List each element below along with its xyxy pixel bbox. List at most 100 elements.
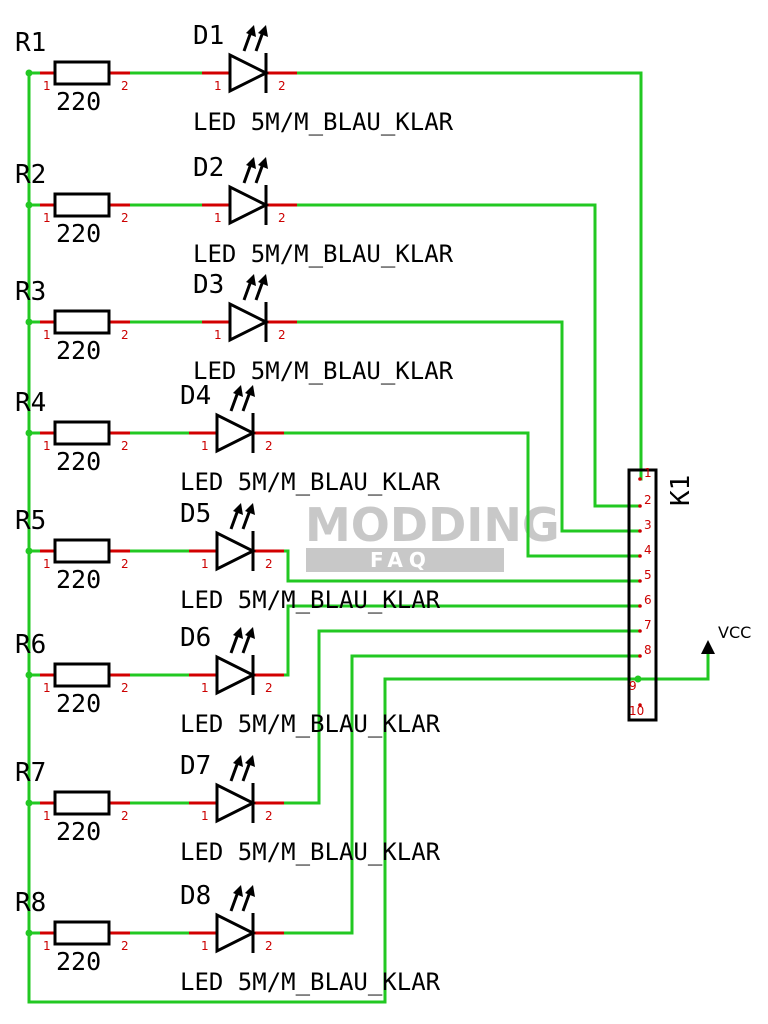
watermark-line2: FAQ <box>370 548 432 572</box>
led-part-label: LED 5M/M_BLAU_KLAR <box>193 357 454 385</box>
led-triangle <box>215 412 257 454</box>
led-triangle <box>215 782 257 824</box>
wiring <box>27 71 710 1004</box>
resistor-body <box>53 420 111 446</box>
arrow-head-icon <box>258 274 268 286</box>
resistor-body <box>53 538 111 564</box>
pin-number: 2 <box>265 557 273 571</box>
connector-body <box>627 468 658 722</box>
diode-label: D3 <box>193 270 224 300</box>
pin-number: 2 <box>121 681 129 695</box>
diode-label: D1 <box>193 21 224 51</box>
led-part-label: LED 5M/M_BLAU_KLAR <box>193 108 454 136</box>
resistor-value: 220 <box>56 447 101 476</box>
junction-dot <box>634 675 642 683</box>
pin-number: 1 <box>214 328 222 342</box>
return-wire <box>27 677 640 1004</box>
pin-number: 2 <box>265 939 273 953</box>
diode-label: D5 <box>180 499 211 529</box>
pin-number: 1 <box>43 681 51 695</box>
pin-number: 1 <box>201 939 209 953</box>
arrow-head-icon <box>245 503 255 515</box>
arrow-head-icon <box>246 157 256 169</box>
pin-number: 2 <box>121 328 129 342</box>
connector-pin-dot <box>638 629 642 633</box>
connector-pin-number: 9 <box>629 679 637 693</box>
pin-number: 2 <box>121 79 129 93</box>
resistor-body <box>53 192 111 218</box>
led-part-label: LED 5M/M_BLAU_KLAR <box>180 838 441 866</box>
connector-pin-dot <box>638 504 642 508</box>
connector-pin-number: 4 <box>644 543 652 557</box>
arrow-head-icon <box>233 627 243 639</box>
pin-number: 1 <box>43 557 51 571</box>
arrow-head-icon <box>258 157 268 169</box>
pin-number: 1 <box>43 809 51 823</box>
connector-pin-dot <box>638 477 642 481</box>
resistor-label: R1 <box>15 28 46 58</box>
connector-pin-number: 5 <box>644 568 652 582</box>
vcc-symbol: VCC <box>701 623 751 654</box>
pin-number: 1 <box>43 328 51 342</box>
resistor-label: R6 <box>15 630 46 660</box>
led-triangle <box>228 301 270 343</box>
wire-row-6 <box>282 604 640 677</box>
connector-pin-dot <box>638 579 642 583</box>
led-triangle <box>215 530 257 572</box>
arrow-head-icon <box>245 385 255 397</box>
wire-row-2 <box>295 203 640 508</box>
connector-pin-number: 6 <box>644 593 652 607</box>
resistor-label: R5 <box>15 506 46 536</box>
pin-number: 1 <box>43 211 51 225</box>
wire-row-8 <box>282 654 640 935</box>
wire-row-7 <box>282 629 640 805</box>
pin-number: 2 <box>278 211 286 225</box>
wire-row-4 <box>282 431 640 558</box>
connector-pin-dot <box>638 703 642 707</box>
wire-row-5 <box>282 549 640 583</box>
arrow-head-icon <box>246 25 256 37</box>
pin-number: 2 <box>265 439 273 453</box>
connector-pin-number: 8 <box>644 643 652 657</box>
resistor-value: 220 <box>56 219 101 248</box>
connector-pin-number: 3 <box>644 518 652 532</box>
pin-number: 1 <box>43 439 51 453</box>
resistor-body <box>53 662 111 688</box>
vcc-wire <box>636 650 710 681</box>
pin-number: 1 <box>201 809 209 823</box>
connector-name: K1 <box>666 475 696 506</box>
connector-pin-number: 7 <box>644 618 652 632</box>
diode-label: D6 <box>180 623 211 653</box>
connector-pin-dot <box>638 654 642 658</box>
resistor-body <box>53 920 111 946</box>
vcc-arrow-icon <box>701 640 715 654</box>
pin-number: 2 <box>121 439 129 453</box>
pin-number: 2 <box>121 211 129 225</box>
wire-row-3 <box>295 320 640 533</box>
resistor-body <box>53 309 111 335</box>
pin-number: 1 <box>214 211 222 225</box>
connector-pin-dot <box>638 529 642 533</box>
arrow-head-icon <box>245 885 255 897</box>
led-part-label: LED 5M/M_BLAU_KLAR <box>193 240 454 268</box>
resistor-label: R3 <box>15 277 46 307</box>
resistor-body <box>53 790 111 816</box>
pin-number: 1 <box>214 79 222 93</box>
vcc-label: VCC <box>718 623 751 642</box>
arrow-head-icon <box>233 503 243 515</box>
resistor-label: R7 <box>15 758 46 788</box>
led-triangle <box>215 912 257 954</box>
diode-label: D4 <box>180 381 211 411</box>
resistor-value: 220 <box>56 817 101 846</box>
wire-row-1 <box>295 71 643 481</box>
arrow-head-icon <box>246 274 256 286</box>
